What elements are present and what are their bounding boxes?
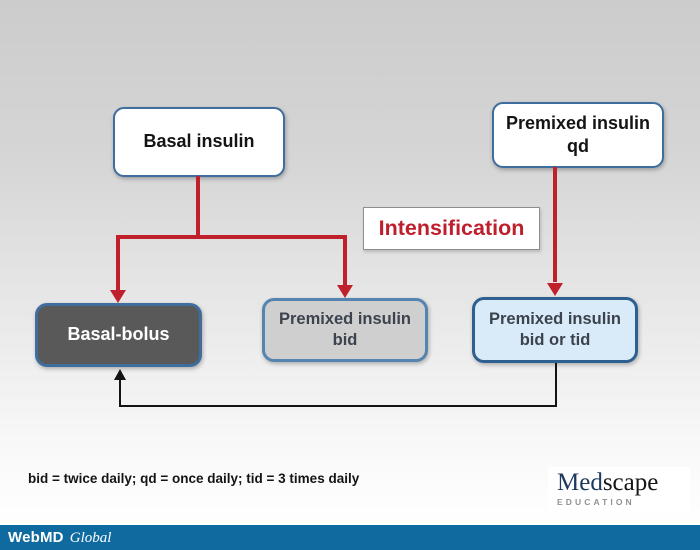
arrowhead-down-red-bid-tid-icon — [547, 283, 563, 296]
webmd-logo-text: WebMD — [8, 528, 64, 546]
feedback-horizontal-line — [119, 405, 557, 407]
feedback-right-vertical-line — [555, 363, 557, 407]
node-basal-bolus: Basal-bolus — [35, 303, 202, 367]
webmd-global-wordmark: WebMD Global — [8, 529, 111, 547]
feedback-left-vertical-line — [119, 380, 121, 407]
node-premixed-insulin-bid-label-line2: bid — [332, 331, 358, 349]
medscape-wordmark: Medscape — [557, 469, 682, 496]
node-premixed-insulin-bid-or-tid-label-line2: bid or tid — [519, 331, 591, 349]
intensification-label-box: Intensification — [363, 207, 540, 250]
node-premixed-insulin-bid: Premixed insulin bid — [262, 298, 428, 362]
footnote: bid = twice daily; qd = once daily; tid … — [28, 471, 360, 486]
edge-to-basal-bolus-line — [116, 237, 120, 290]
edge-to-premixed-bid-line — [343, 237, 347, 285]
arrowhead-down-red-basal-bolus-icon — [110, 290, 126, 303]
arrowhead-down-red-premixed-bid-icon — [337, 285, 353, 298]
medscape-education-text: EDUCATION — [557, 497, 635, 508]
medscape-wordmark-med: Med — [557, 469, 603, 496]
edge-branch-horizontal-line — [116, 235, 347, 239]
node-basal-insulin-label: Basal insulin — [143, 131, 255, 152]
node-premixed-insulin-bid-or-tid-label-line1: Premixed insulin — [488, 309, 622, 328]
node-premixed-insulin-qd-label-line1: Premixed insulin — [505, 112, 651, 133]
node-basal-bolus-label: Basal-bolus — [67, 324, 170, 345]
node-premixed-insulin-bid-label-line1: Premixed insulin — [278, 309, 412, 328]
medscape-education-logo: Medscape EDUCATION — [548, 467, 690, 513]
node-basal-insulin: Basal insulin — [113, 107, 285, 177]
node-premixed-insulin-qd-label-line2: qd — [567, 136, 589, 156]
node-premixed-insulin-qd: Premixed insulin qd — [492, 102, 664, 168]
edge-basal-stem-line — [196, 176, 200, 237]
webmd-global-footer-bar: WebMD Global — [0, 525, 700, 550]
arrowhead-up-black-icon — [114, 369, 126, 380]
medscape-wordmark-scape: scape — [602, 469, 659, 496]
webmd-global-text: Global — [69, 529, 112, 546]
node-premixed-insulin-bid-or-tid: Premixed insulin bid or tid — [472, 297, 638, 363]
intensification-label: Intensification — [378, 216, 525, 240]
edge-qd-to-bid-tid-line — [553, 167, 557, 282]
